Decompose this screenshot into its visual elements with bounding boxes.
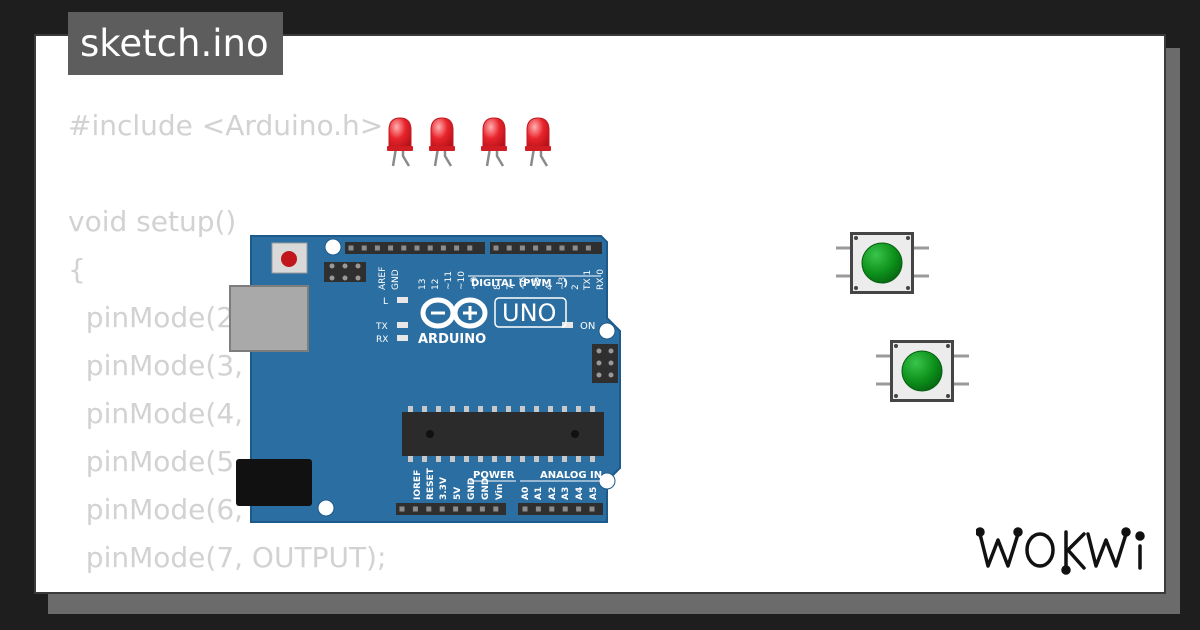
digital-pin-label: AREF — [378, 267, 388, 290]
code-line: #include <Arduino.h> — [68, 109, 384, 142]
digital-pin-label: 8 — [493, 284, 503, 290]
led-1[interactable] — [387, 117, 413, 167]
led-3[interactable] — [481, 117, 507, 167]
code-line: pinMode(7, OUTPUT); — [68, 541, 387, 574]
icsp-header — [324, 262, 366, 282]
power-header-label: POWER — [473, 470, 515, 481]
power-jack — [236, 459, 312, 506]
digital-pin-label: ~5 — [532, 277, 542, 290]
digital-pin-label: ~6 — [519, 276, 529, 290]
led-4[interactable] — [525, 117, 551, 167]
usb-port — [229, 285, 309, 352]
digital-pin-label: ~9 — [470, 276, 480, 290]
digital-pin-label: ~11 — [444, 271, 454, 290]
power-pin-label: 3.3V — [439, 477, 449, 500]
digital-pin-label: GND — [391, 269, 401, 290]
power-pin-label: Vin — [495, 484, 505, 500]
board-model-label: UNO — [502, 299, 556, 327]
analog-header-label: ANALOG IN — [540, 470, 602, 481]
digital-pin-label: RX 0 — [596, 269, 606, 290]
led-l-label: L — [383, 297, 388, 307]
digital-header — [345, 242, 602, 254]
digital-pin-label: 2 — [571, 284, 581, 290]
reset-button[interactable] — [271, 242, 308, 274]
board-name-label: ARDUINO — [418, 332, 486, 347]
digital-pin-label: 12 — [431, 279, 441, 290]
code-line: } — [68, 589, 86, 592]
code-line: void setup() — [68, 205, 237, 238]
power-pin-label: IOREF — [413, 470, 423, 500]
analog-pin-label: A0 — [521, 487, 531, 500]
digital-pin-label: TX 1 — [583, 270, 593, 291]
digital-pin-label: ~3 — [558, 277, 568, 290]
power-pin-label: 5V — [453, 487, 463, 500]
digital-pin-label: 7 — [506, 284, 516, 290]
led-2[interactable] — [429, 117, 455, 167]
analog-pin-label: A4 — [575, 487, 585, 500]
power-led-label: ON — [580, 321, 595, 332]
wokwi-logo — [976, 527, 1145, 575]
analog-pin-label: A2 — [548, 487, 558, 500]
icsp-header-right — [592, 344, 618, 383]
microcontroller-chip — [402, 406, 604, 462]
digital-header-label: DIGITAL (PWM ~) — [471, 278, 568, 289]
power-pin-label: GND — [467, 478, 477, 500]
led-rx-label: RX — [376, 335, 388, 345]
code-line: { — [68, 253, 86, 286]
pushbutton-2[interactable] — [876, 340, 969, 402]
pushbutton-1[interactable] — [836, 232, 929, 294]
digital-pin-label: 13 — [418, 279, 428, 290]
sketch-filename: sketch.ino — [68, 12, 283, 75]
digital-pin-label: 4 — [545, 284, 555, 290]
digital-pin-label: ~10 — [457, 271, 467, 290]
analog-pin-label: A1 — [534, 487, 544, 500]
power-analog-header — [396, 503, 603, 515]
power-pin-label: RESET — [426, 467, 436, 500]
power-pin-label: GND — [481, 478, 491, 500]
arduino-logo-icon — [420, 297, 488, 329]
analog-pin-label: A5 — [589, 487, 599, 500]
analog-pin-label: A3 — [561, 487, 571, 500]
led-tx-label: TX — [375, 322, 388, 332]
